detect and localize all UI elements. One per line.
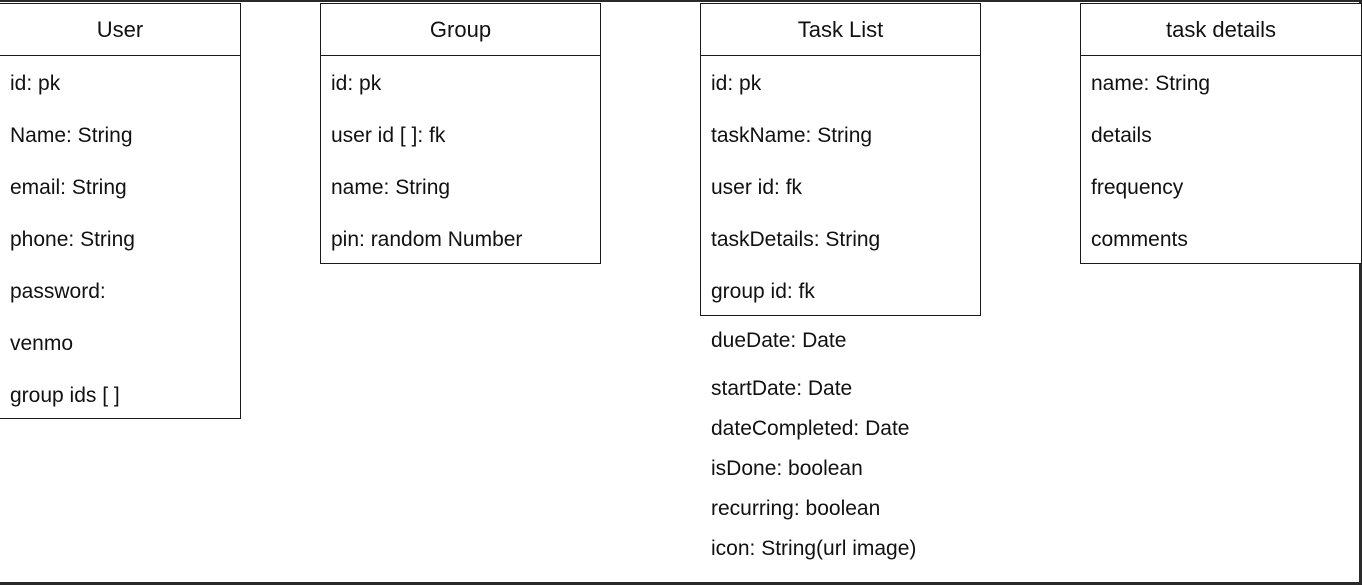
field-user-venmo: venmo: [10, 332, 74, 355]
entity-task-list: Task List id: pk taskName: String user i…: [700, 3, 981, 316]
entity-group: Group id: pk user id [ ]: fk name: Strin…: [320, 3, 601, 264]
entity-task-list-title: Task List: [701, 4, 980, 56]
entity-user: User id: pk Name: String email: String p…: [0, 3, 241, 419]
field-user-email: email: String: [10, 176, 127, 199]
field-task-details-frequency: frequency: [1091, 176, 1184, 199]
entity-user-title: User: [0, 4, 240, 56]
field-task-list-group-id: group id: fk: [711, 280, 815, 303]
field-task-list-task-details: taskDetails: String: [711, 228, 881, 251]
field-user-group-ids: group ids [ ]: [10, 384, 120, 407]
field-task-list-icon: icon: String(url image): [711, 537, 917, 560]
entity-task-details-fields: name: String details frequency comments: [1081, 56, 1361, 266]
field-task-details-comments: comments: [1091, 228, 1188, 251]
field-group-name: name: String: [331, 176, 451, 199]
field-task-list-due-date: dueDate: Date: [711, 329, 847, 352]
field-task-list-user-id: user id: fk: [711, 176, 803, 199]
field-task-list-date-completed: dateCompleted: Date: [711, 417, 910, 440]
entity-group-title: Group: [321, 4, 600, 56]
field-task-list-task-name: taskName: String: [711, 124, 873, 147]
field-user-name: Name: String: [10, 124, 133, 147]
field-task-list-is-done: isDone: boolean: [711, 457, 863, 480]
field-group-pin: pin: random Number: [331, 228, 523, 251]
field-group-user-ids: user id [ ]: fk: [331, 124, 446, 147]
field-group-id: id: pk: [331, 72, 382, 95]
entity-task-details-title: task details: [1081, 4, 1361, 56]
field-user-password: password:: [10, 280, 106, 303]
entity-user-fields: id: pk Name: String email: String phone:…: [0, 56, 240, 422]
field-task-details-name: name: String: [1091, 72, 1211, 95]
field-user-phone: phone: String: [10, 228, 135, 251]
field-task-details-details: details: [1091, 124, 1152, 147]
field-task-list-id: id: pk: [711, 72, 762, 95]
field-task-list-recurring: recurring: boolean: [711, 497, 881, 520]
entity-task-details: task details name: String details freque…: [1080, 3, 1362, 264]
field-task-list-start-date: startDate: Date: [711, 377, 853, 400]
entity-group-fields: id: pk user id [ ]: fk name: String pin:…: [321, 56, 600, 266]
entity-task-list-fields: id: pk taskName: String user id: fk task…: [701, 56, 980, 318]
field-user-id: id: pk: [10, 72, 61, 95]
